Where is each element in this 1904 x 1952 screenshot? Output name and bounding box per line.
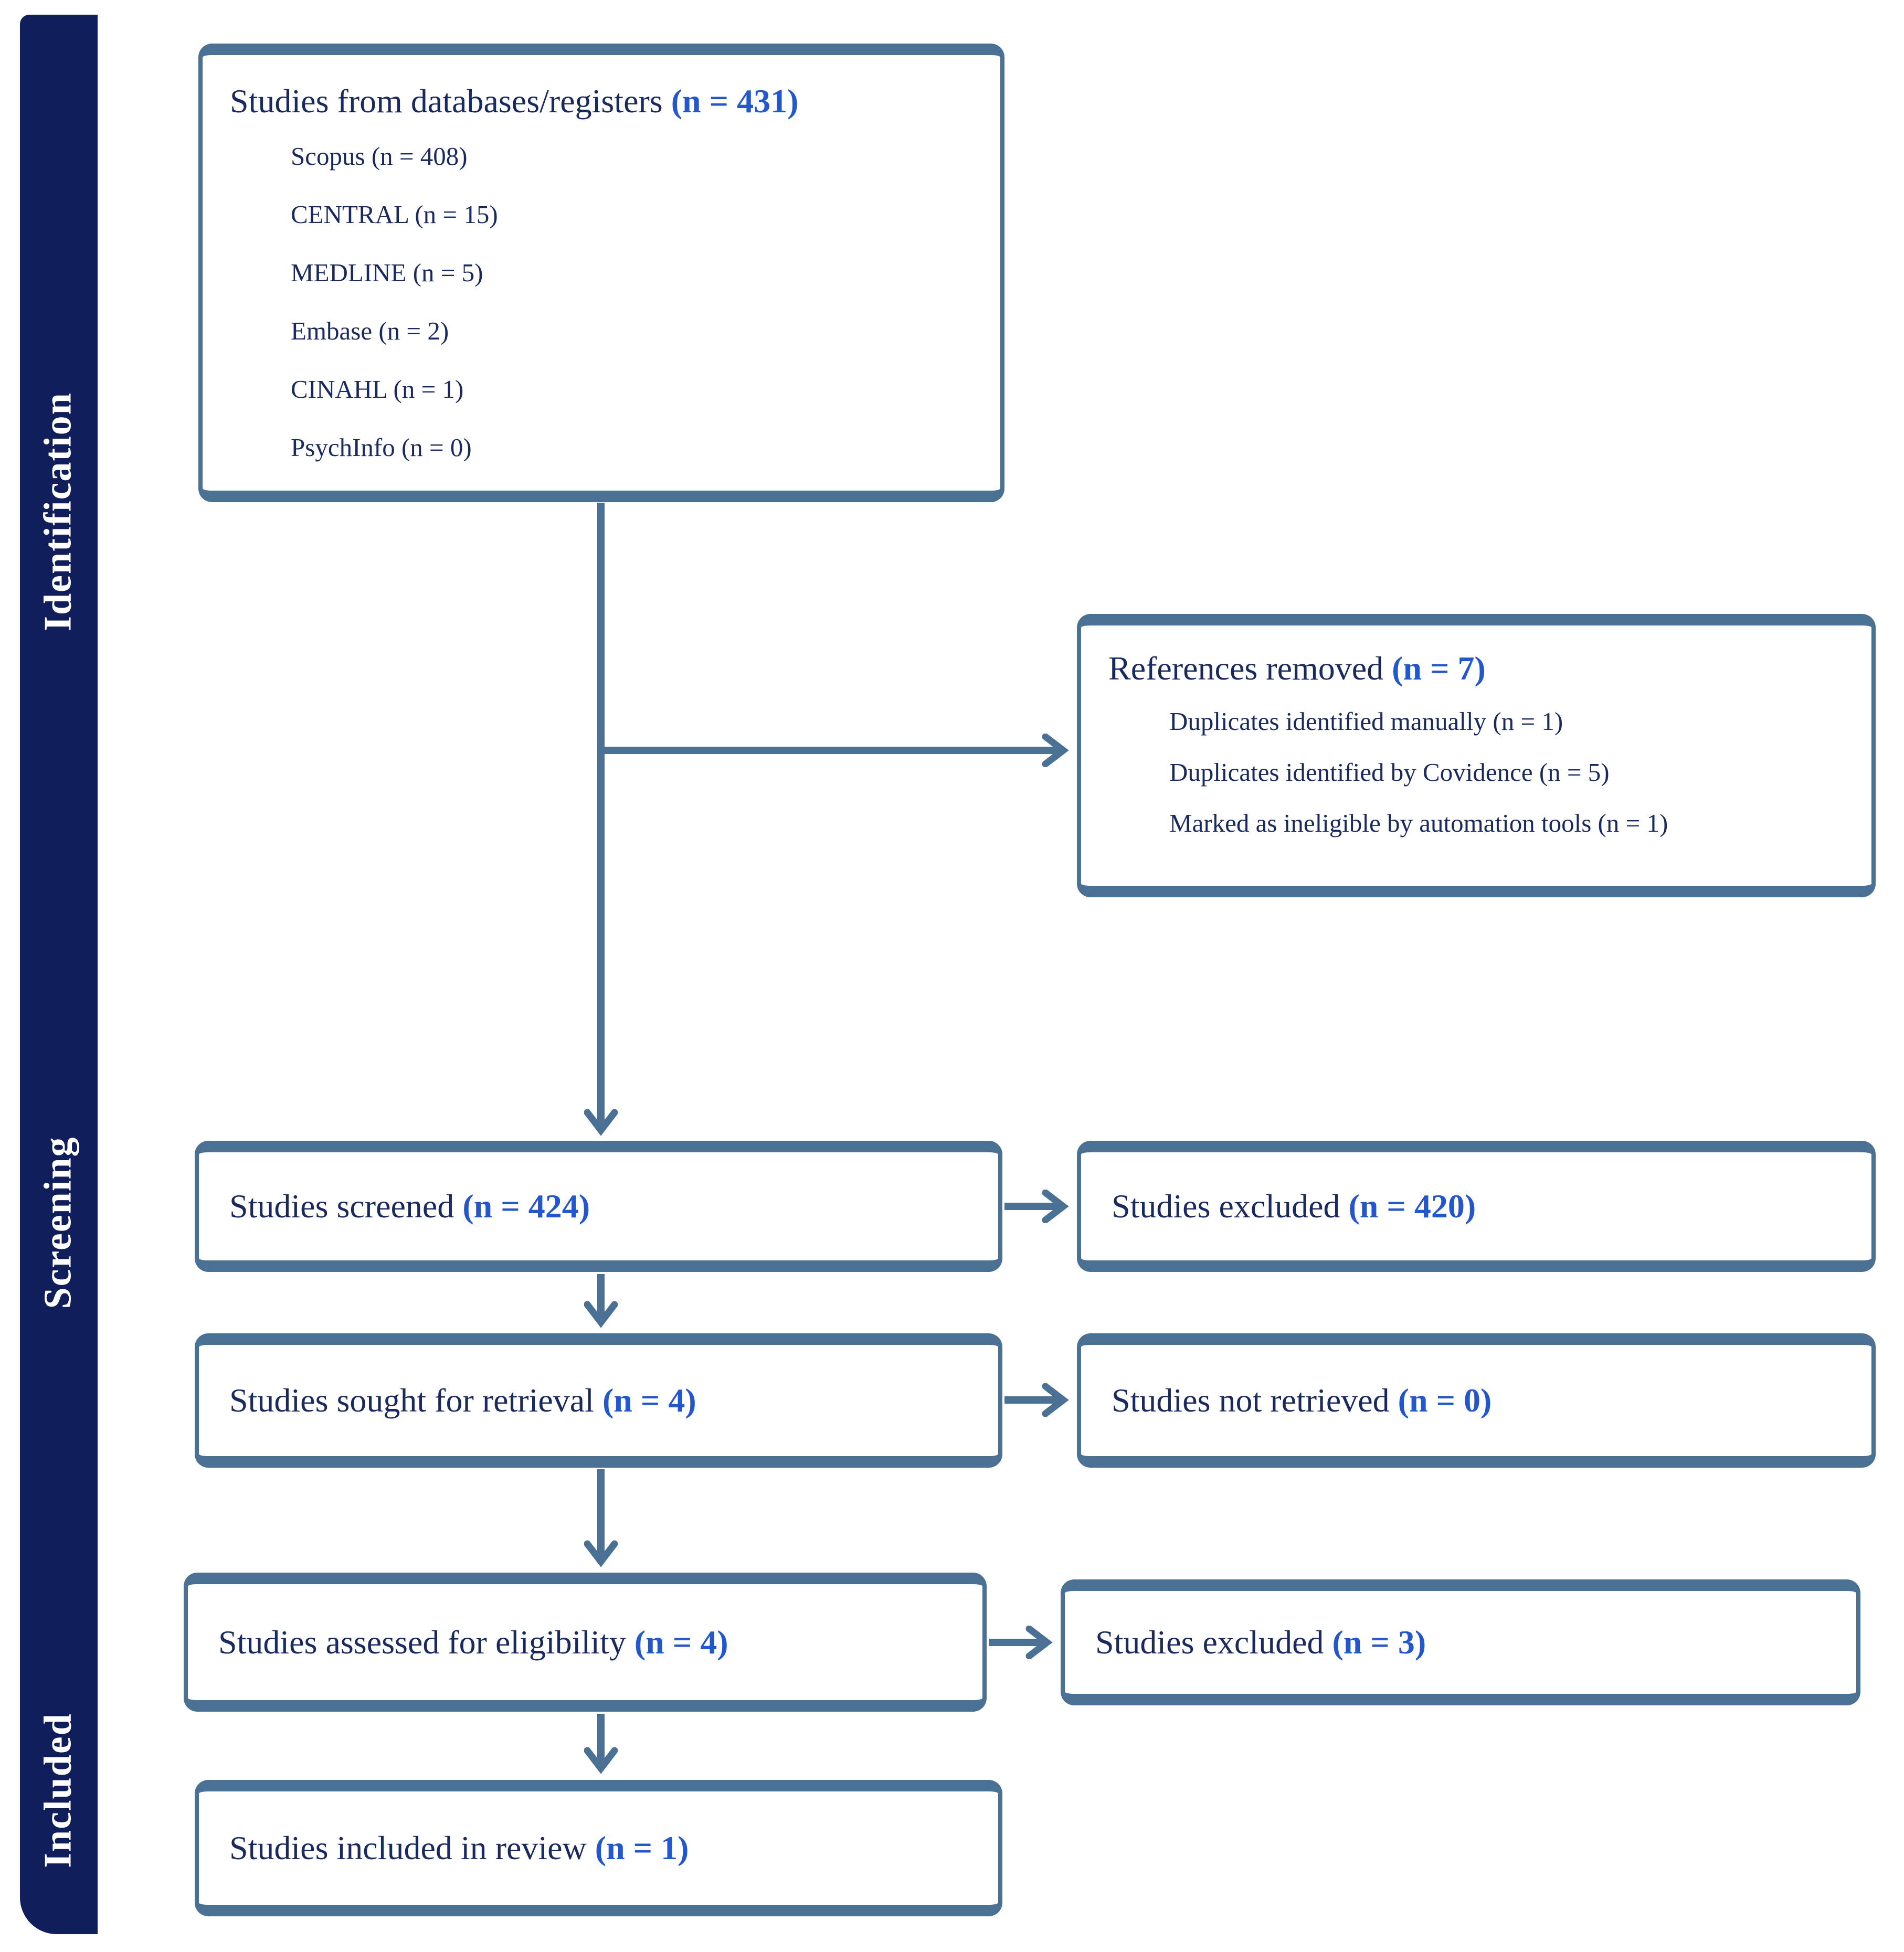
database-item: Embase (n = 2) — [291, 316, 449, 345]
box-title: Studies excluded (n = 420) — [1112, 1185, 1476, 1227]
flow-box-screened: Studies screened (n = 424) — [195, 1141, 1002, 1272]
box-title: Studies not retrieved (n = 0) — [1112, 1380, 1492, 1421]
box-count: (n = 431) — [671, 82, 799, 120]
flow-box-excluded-eligibility: Studies excluded (n = 3) — [1061, 1579, 1860, 1705]
box-title: Studies from databases/registers (n = 43… — [230, 80, 1000, 122]
box-count: (n = 1) — [595, 1829, 689, 1866]
box-title: Studies excluded (n = 3) — [1095, 1621, 1426, 1663]
database-item: MEDLINE (n = 5) — [291, 258, 483, 287]
removal-reason-item: Duplicates identified manually (n = 1) — [1169, 707, 1563, 736]
flow-box-assessed-for-eligibility: Studies assessed for eligibility (n = 4) — [184, 1573, 987, 1712]
box-title-text: Studies excluded — [1112, 1187, 1340, 1225]
flow-box-not-retrieved: Studies not retrieved (n = 0) — [1077, 1333, 1876, 1468]
box-title: Studies assessed for eligibility (n = 4) — [218, 1621, 728, 1663]
box-title-text: Studies sought for retrieval — [229, 1382, 594, 1419]
box-count: (n = 0) — [1398, 1382, 1492, 1419]
box-title-text: Studies not retrieved — [1112, 1382, 1390, 1419]
database-item: Scopus (n = 408) — [291, 142, 468, 171]
box-title-text: Studies screened — [229, 1187, 454, 1225]
stage-bar — [20, 15, 98, 1934]
removal-reason-item: Duplicates identified by Covidence (n = … — [1169, 758, 1610, 787]
stage-label-screening: Screening — [36, 1136, 80, 1309]
box-title-text: Studies from databases/registers — [230, 82, 663, 120]
box-count: (n = 424) — [462, 1187, 590, 1225]
database-item: PsychInfo (n = 0) — [291, 433, 472, 462]
box-title-text: References removed — [1108, 650, 1384, 687]
box-title-text: Studies assessed for eligibility — [218, 1623, 626, 1661]
flow-box-excluded-screening: Studies excluded (n = 420) — [1077, 1141, 1876, 1272]
box-count: (n = 4) — [634, 1623, 728, 1661]
box-title: References removed (n = 7) — [1108, 648, 1871, 689]
database-item: CENTRAL (n = 15) — [291, 200, 498, 229]
stage-label-identification: Identification — [36, 392, 80, 631]
box-count: (n = 3) — [1332, 1624, 1426, 1661]
flow-box-included-in-review: Studies included in review (n = 1) — [195, 1780, 1002, 1916]
stage-label-included: Included — [36, 1713, 80, 1868]
box-title: Studies sought for retrieval (n = 4) — [229, 1380, 696, 1421]
box-title: Studies included in review (n = 1) — [229, 1827, 689, 1869]
flow-box-sought-for-retrieval: Studies sought for retrieval (n = 4) — [195, 1333, 1002, 1468]
database-item: CINAHL (n = 1) — [291, 375, 464, 404]
box-title-text: Studies included in review — [229, 1829, 587, 1866]
box-title-text: Studies excluded — [1095, 1624, 1324, 1661]
flow-box-references-removed: References removed (n = 7) Duplicates id… — [1077, 614, 1876, 897]
box-count: (n = 4) — [602, 1382, 696, 1419]
box-count: (n = 420) — [1348, 1187, 1476, 1225]
flow-box-databases: Studies from databases/registers (n = 43… — [198, 44, 1004, 502]
box-title: Studies screened (n = 424) — [229, 1185, 590, 1227]
removal-reason-item: Marked as ineligible by automation tools… — [1169, 809, 1668, 837]
box-count: (n = 7) — [1392, 650, 1486, 687]
